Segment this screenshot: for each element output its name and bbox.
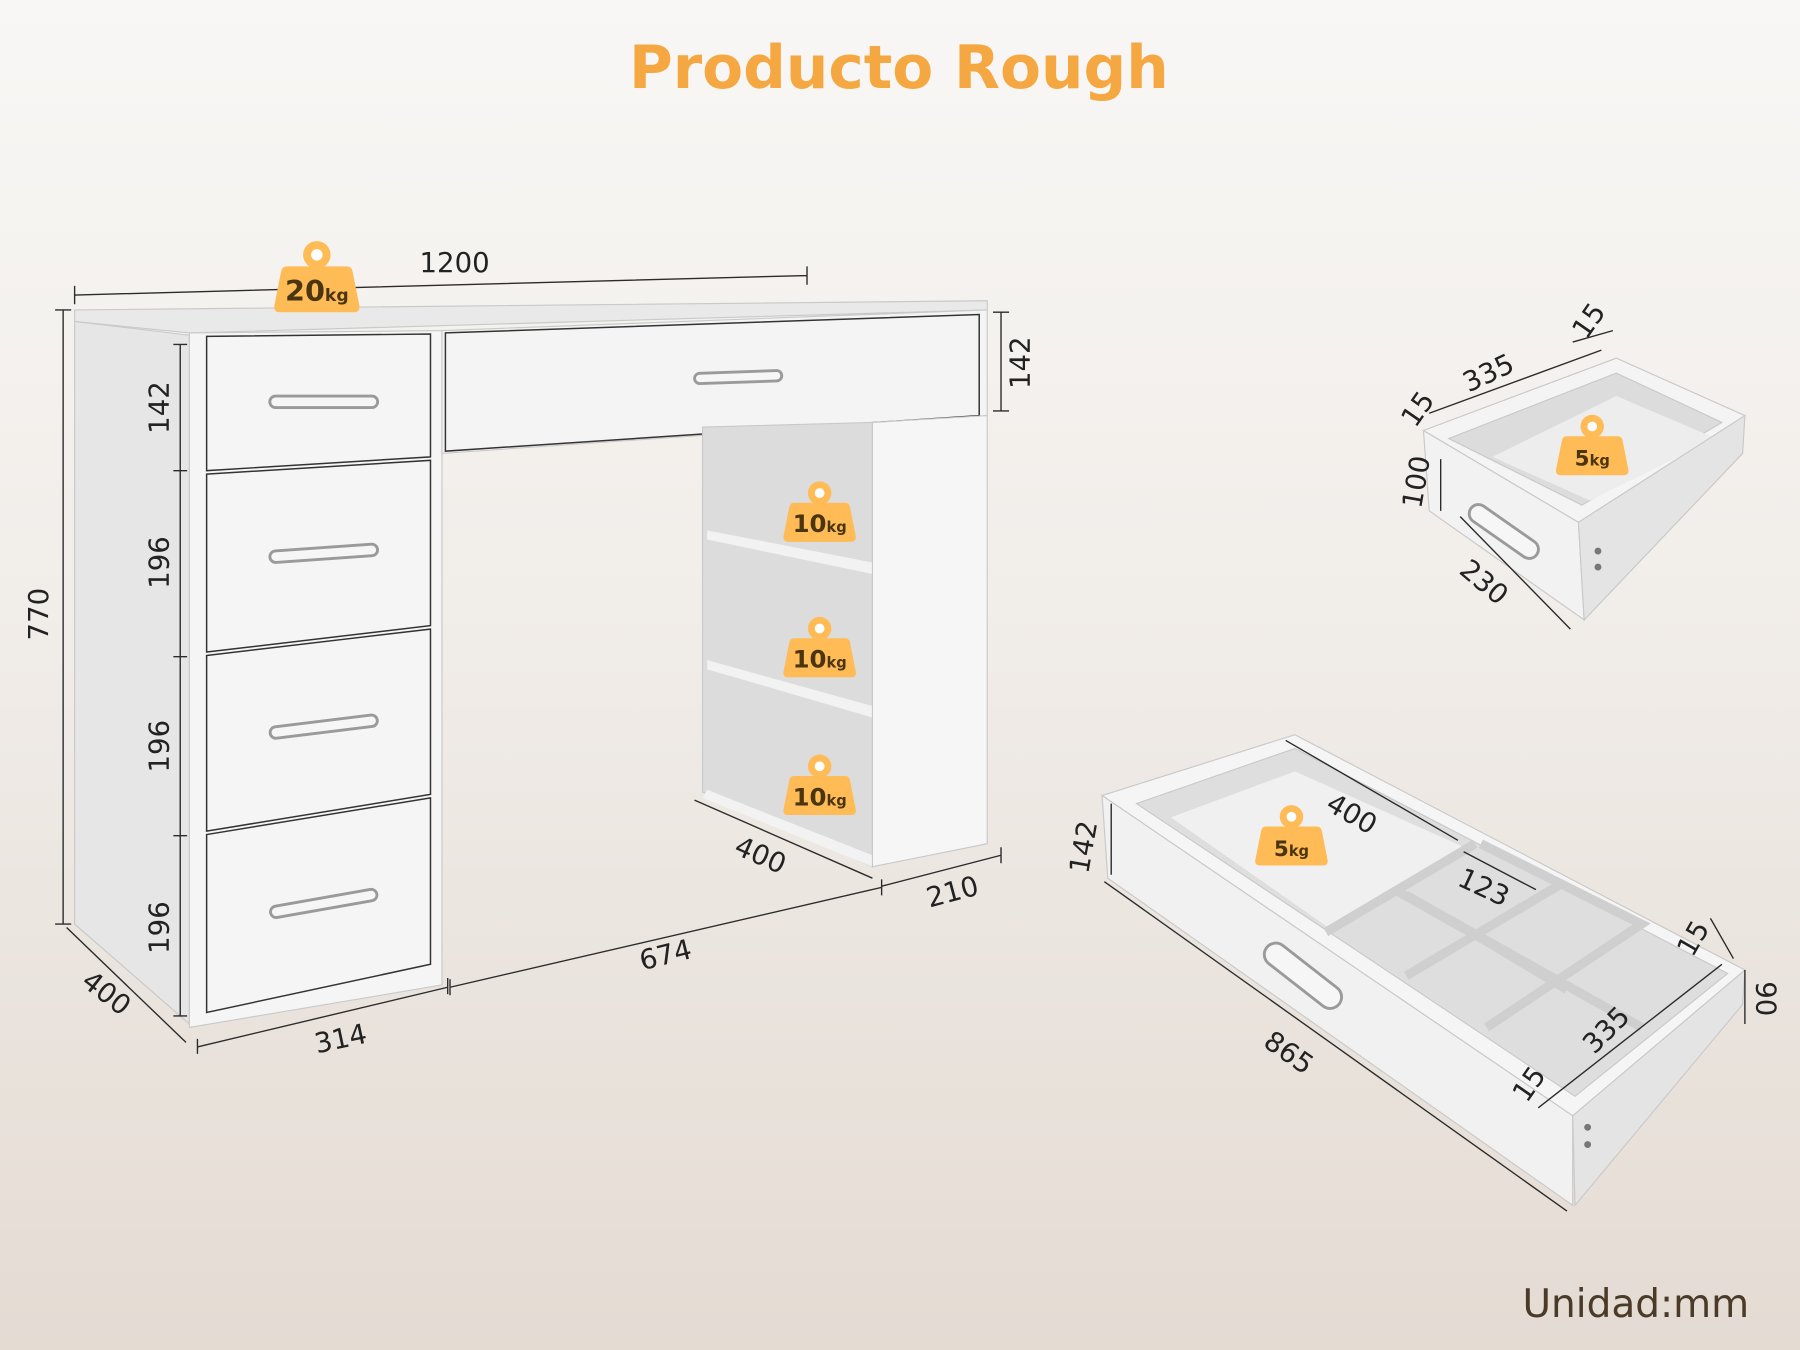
drawer-handle xyxy=(693,369,784,386)
weight-icon: 20kg xyxy=(274,241,360,313)
weight-icon: 10kg xyxy=(783,616,856,678)
drawer-handle xyxy=(268,713,379,740)
large-drawer-side-height-label: 90 xyxy=(1749,981,1781,1016)
desk-illustration xyxy=(74,300,988,1029)
svg-text:10kg: 10kg xyxy=(793,645,847,674)
drawer-1-height-label: 142 xyxy=(144,381,176,434)
weight-icon: 10kg xyxy=(783,481,856,542)
right-pedestal-width-label: 210 xyxy=(923,870,982,915)
unit-label: Unidad:mm xyxy=(1522,1282,1749,1327)
desk-width-label: 1200 xyxy=(420,247,490,279)
screw-icon xyxy=(1594,563,1602,571)
screw-icon xyxy=(1584,1141,1592,1148)
drawer-handle xyxy=(268,542,379,564)
drawer-4 xyxy=(205,796,432,1014)
drawer-1 xyxy=(205,333,432,472)
small-drawer-side-right-label: 15 xyxy=(1566,297,1612,344)
shelf-1 xyxy=(707,530,873,574)
page-title: Producto Rough xyxy=(629,34,1169,103)
left-pedestal-front xyxy=(188,330,443,1029)
drawer-handle xyxy=(269,887,379,919)
svg-text:10kg: 10kg xyxy=(793,782,847,811)
svg-text:10kg: 10kg xyxy=(793,509,847,538)
left-pedestal-width-label: 314 xyxy=(312,1018,370,1060)
drawer-3 xyxy=(205,628,432,833)
large-drawer-length-label: 865 xyxy=(1258,1025,1319,1081)
top-drawer-height-label: 142 xyxy=(1005,336,1037,389)
weight-icon: 5kg xyxy=(1555,414,1629,476)
drawer-3-height-label: 196 xyxy=(144,720,176,773)
desk-height-label: 770 xyxy=(23,588,55,641)
large-drawer-illustration xyxy=(1100,734,1746,1207)
drawer-handle xyxy=(268,394,380,409)
large-drawer-front-height-label: 142 xyxy=(1064,818,1105,875)
knee-space-width-label: 674 xyxy=(636,933,695,977)
weight-icon: 5kg xyxy=(1255,805,1328,866)
small-drawer-side-left-label: 15 xyxy=(1395,386,1441,433)
svg-text:5kg: 5kg xyxy=(1575,446,1610,471)
desk-dimensions: 1200 770 142 196 196 196 142 400 314 674… xyxy=(23,247,1037,1060)
drawer-2-height-label: 196 xyxy=(144,536,176,589)
svg-text:20kg: 20kg xyxy=(285,274,349,308)
shelf-2 xyxy=(707,660,873,718)
weight-icon: 10kg xyxy=(783,754,856,816)
drawer-2 xyxy=(205,459,432,653)
right-pedestal-front xyxy=(871,414,988,868)
drawer-4-height-label: 196 xyxy=(144,901,176,954)
screw-icon xyxy=(1584,1123,1592,1131)
svg-text:5kg: 5kg xyxy=(1274,837,1309,862)
shelf-bottom xyxy=(702,789,873,867)
screw-icon xyxy=(1594,547,1602,555)
desk-depth-label: 400 xyxy=(76,965,137,1023)
